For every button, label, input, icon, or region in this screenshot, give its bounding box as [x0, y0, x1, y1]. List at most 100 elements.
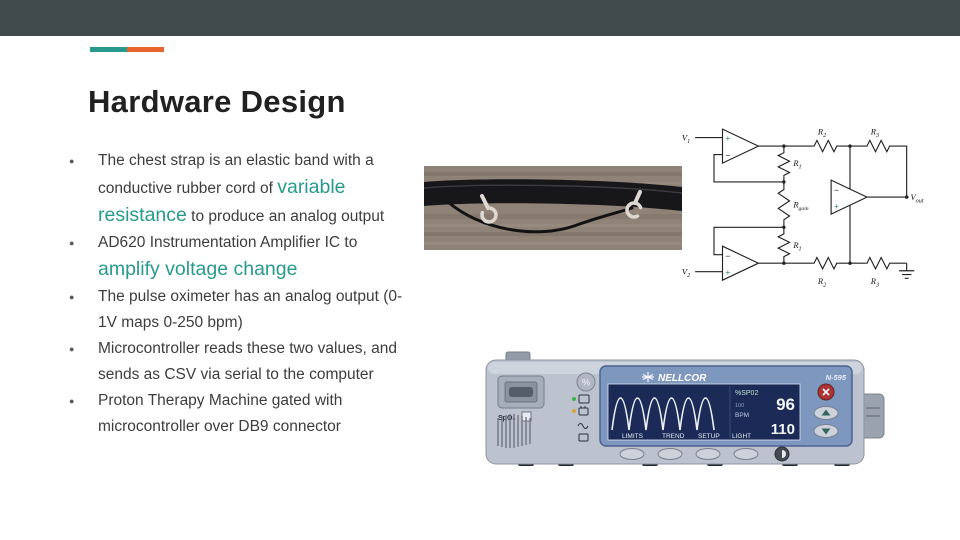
- bullet-text-segment: AD620 Instrumentation Amplifier IC to: [98, 234, 358, 251]
- resistor-r1-bottom: [776, 232, 791, 258]
- plus-terminals: + + +: [725, 133, 839, 277]
- v1-label: V1: [682, 132, 690, 144]
- soft-key: [695, 448, 721, 460]
- up-button: [813, 406, 839, 420]
- pleth-waveform: [611, 397, 715, 431]
- chest-strap-image: [424, 166, 682, 250]
- plug-icon: [578, 407, 589, 416]
- display-screen: [607, 383, 801, 441]
- highlight-text: variable resistance: [98, 176, 346, 226]
- bullet-text-segment: to produce an analog output: [186, 208, 385, 225]
- resistor-r1-top: [776, 151, 791, 177]
- wood-background: [424, 166, 682, 250]
- status-indicators: [572, 394, 590, 442]
- op-amp-2-icon: [721, 245, 760, 282]
- bullet-marker: [64, 148, 98, 230]
- accent-bar: [90, 47, 164, 52]
- minus-sign: −: [725, 251, 730, 261]
- bpm-value: 110: [771, 421, 795, 438]
- bullet-text: Proton Therapy Machine gated with microc…: [98, 392, 343, 435]
- r2-top-label: R2: [817, 127, 826, 139]
- amber-led: [572, 409, 576, 413]
- bullet-marker: [64, 388, 98, 440]
- r3-top-label: R3: [870, 127, 879, 139]
- bullet-marker: [64, 284, 98, 336]
- percent-dial: %: [576, 372, 596, 392]
- op-amps: [721, 128, 869, 282]
- menu-light: LIGHT: [732, 433, 751, 440]
- bullet-marker: [64, 230, 98, 284]
- plus-sign: +: [725, 267, 730, 277]
- bullet-list: The chest strap is an elastic band with …: [64, 148, 412, 440]
- circuit-schematic: V1 V2 Vout R2 R3 R1 Rgain R1 R2 R3 + + +…: [682, 127, 924, 289]
- node-dots: [782, 144, 909, 265]
- vout-label: Vout: [910, 192, 923, 204]
- resistor-r3-top: [865, 139, 892, 154]
- page-title: Hardware Design: [88, 84, 346, 119]
- bullet-text: The pulse oximeter has an analog output …: [98, 288, 403, 331]
- bullet-text: The chest strap is an elastic band with …: [98, 148, 407, 230]
- resistor-r2-bottom: [812, 256, 839, 271]
- menu-trend: TREND: [662, 433, 685, 440]
- bullet-item: AD620 Instrumentation Amplifier IC to am…: [64, 230, 412, 284]
- up-arrow-icon: [821, 409, 831, 416]
- speaker-grille: [497, 414, 531, 448]
- resistor-rgain: [777, 187, 791, 222]
- op-amp-1-icon: [721, 128, 760, 164]
- soft-key: [619, 448, 645, 460]
- resistors: [776, 139, 892, 271]
- bullet-item: Proton Therapy Machine gated with microc…: [64, 388, 412, 440]
- model-label: N-595: [826, 373, 847, 382]
- op-amp-3-icon: [830, 179, 869, 215]
- side-connector-slots: [866, 407, 880, 417]
- menu-limits: LIMITS: [622, 433, 644, 440]
- nellcor-logo-icon: [642, 372, 654, 382]
- x-icon: [822, 388, 830, 396]
- bullet-item: The pulse oximeter has an analog output …: [64, 284, 412, 336]
- ground-icon: [899, 270, 915, 279]
- minus-sign: −: [834, 185, 839, 195]
- plug-pin-icon: [580, 406, 586, 408]
- bullet-text: AD620 Instrumentation Amplifier IC to am…: [98, 230, 407, 284]
- contrast-icon: [782, 450, 786, 458]
- percent-icon: %: [582, 378, 590, 388]
- minus-terminals: − − −: [725, 150, 839, 261]
- battery-icon: [578, 394, 590, 404]
- strap-hook-right-icon: [625, 190, 643, 219]
- green-led: [572, 397, 576, 401]
- component-labels: V1 V2 Vout R2 R3 R1 Rgain R1 R2 R3: [682, 127, 924, 289]
- r3-bottom-label: R3: [870, 276, 879, 288]
- pulse-oximeter-device: SpO₂ % NELLCOR N-595 %SP02 96 100 B: [485, 351, 885, 466]
- plus-sign: +: [725, 133, 730, 143]
- accent-orange-segment: [127, 47, 164, 52]
- strap-cord: [446, 200, 634, 234]
- spo2-port-label: SpO₂: [498, 415, 516, 422]
- menu-setup: SETUP: [698, 433, 720, 440]
- spo2-value: 96: [776, 395, 795, 414]
- circuit-diagram: V1 V2 Vout R2 R3 R1 Rgain R1 R2 R3 + + +…: [680, 118, 935, 296]
- v2-label: V2: [682, 267, 690, 279]
- menu-labels: LIMITS TREND SETUP LIGHT: [622, 433, 751, 440]
- soft-keys: [619, 448, 759, 460]
- chest-strap-photo: [424, 166, 682, 250]
- accent-teal-segment: [90, 47, 127, 52]
- resistor-r3-bottom: [865, 256, 892, 271]
- r2-bottom-label: R2: [817, 276, 826, 288]
- bullet-marker: [64, 336, 98, 388]
- strap-hook-left-icon: [480, 194, 498, 224]
- resistor-r2-top: [812, 139, 839, 154]
- limit-value: 100: [735, 403, 744, 409]
- down-arrow-icon: [821, 428, 831, 435]
- bullet-item: Microcontroller reads these two values, …: [64, 336, 412, 388]
- bpm-label: BPM: [735, 412, 749, 419]
- sensor-icon: [578, 433, 589, 442]
- spo2-label: %SP02: [735, 390, 758, 397]
- plus-sign: +: [834, 201, 839, 211]
- r1-top-label: R1: [792, 158, 801, 170]
- pulse-icon: [577, 423, 589, 429]
- rgain-label: Rgain: [792, 199, 808, 211]
- contrast-button: [774, 446, 790, 462]
- r1-bottom-label: R1: [792, 240, 801, 252]
- pulse-oximeter-photo: SpO₂ % NELLCOR N-595 %SP02 96 100 B: [482, 350, 887, 472]
- bullet-text: Microcontroller reads these two values, …: [98, 340, 397, 383]
